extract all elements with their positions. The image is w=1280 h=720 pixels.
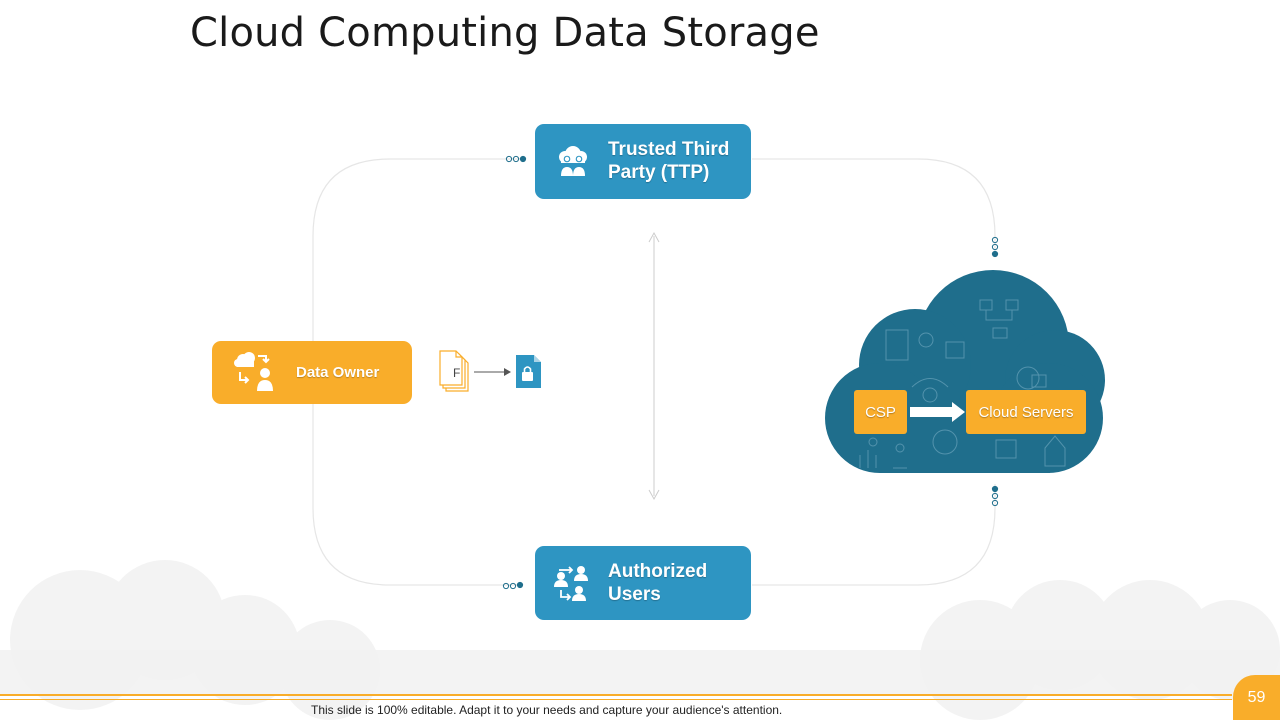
locked-file-icon bbox=[516, 355, 541, 388]
authorized-users-node: Authorized Users bbox=[535, 546, 751, 620]
csp-arrow bbox=[910, 402, 965, 422]
footer-line-bottom bbox=[0, 699, 1232, 700]
data-owner-node: Data Owner bbox=[212, 341, 412, 404]
footer-note: This slide is 100% editable. Adapt it to… bbox=[311, 703, 783, 717]
dots-ttp bbox=[505, 155, 527, 163]
connector-right-loop bbox=[752, 158, 996, 586]
cloud-decor-icons bbox=[859, 299, 1066, 469]
footer-line-top bbox=[0, 694, 1232, 696]
users-exchange-icon bbox=[554, 566, 588, 601]
ttp-label-line1: Trusted Third bbox=[608, 139, 730, 160]
ttp-node: Trusted Third Party (TTP) bbox=[535, 124, 751, 199]
people-cloud-icon bbox=[559, 146, 587, 176]
csp-label: CSP bbox=[854, 390, 907, 434]
cloud-shape bbox=[825, 270, 1105, 473]
cloud-servers-label: Cloud Servers bbox=[966, 390, 1086, 434]
users-label-line1: Authorized bbox=[608, 561, 708, 582]
dots-cloud-top bbox=[991, 236, 999, 258]
page-number: 59 bbox=[1233, 675, 1280, 720]
dots-cloud-bottom bbox=[991, 485, 999, 507]
users-label-line2: Users bbox=[608, 584, 661, 605]
data-owner-label: Data Owner bbox=[296, 364, 380, 381]
page-title: Cloud Computing Data Storage bbox=[190, 10, 820, 56]
file-icon-letter: F bbox=[453, 366, 460, 380]
file-stack-icon bbox=[439, 350, 469, 392]
ttp-label-line2: Party (TTP) bbox=[608, 162, 710, 183]
dots-users bbox=[502, 581, 524, 590]
cloud-user-icon bbox=[234, 352, 273, 391]
